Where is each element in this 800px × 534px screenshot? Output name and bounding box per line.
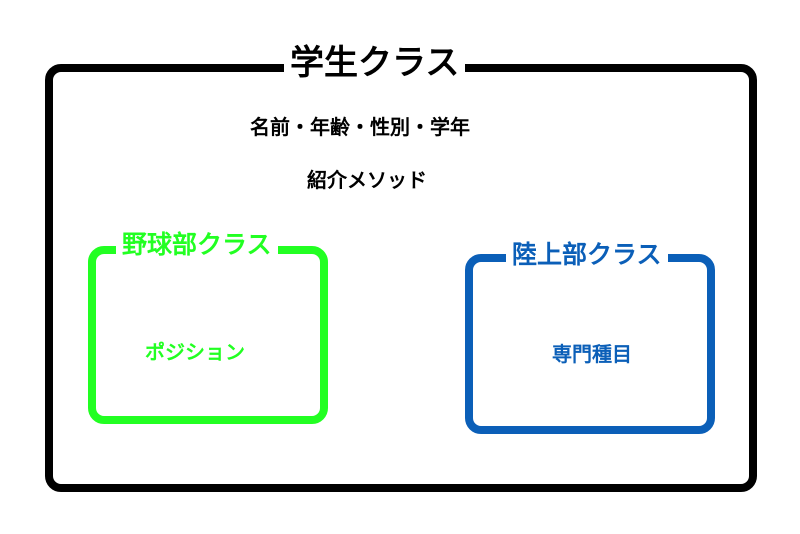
student-class-method: 紹介メソッド — [307, 168, 427, 192]
baseball-class-field: ポジション — [145, 340, 245, 364]
student-class-title: 学生クラス — [284, 46, 466, 80]
track-class-title: 陸上部クラス — [506, 242, 668, 267]
baseball-class-box — [88, 246, 328, 424]
student-class-fields: 名前・年齢・性別・学年 — [250, 115, 470, 139]
baseball-class-title: 野球部クラス — [116, 232, 278, 257]
track-class-field: 専門種目 — [552, 342, 632, 366]
